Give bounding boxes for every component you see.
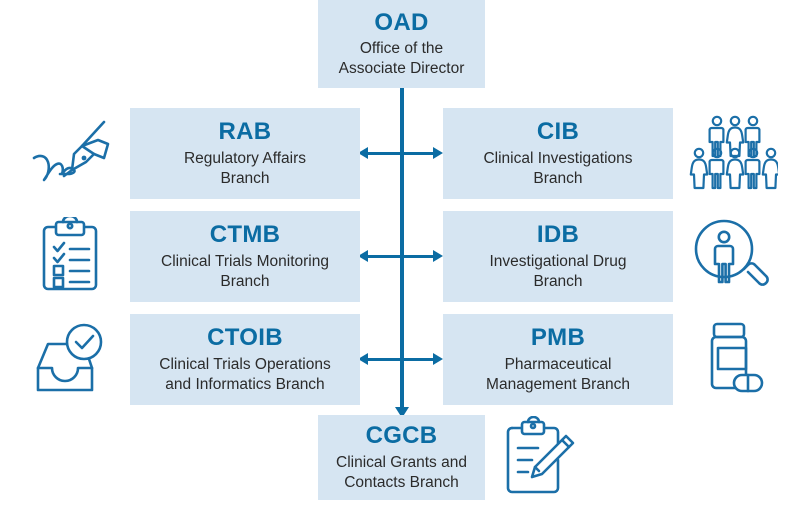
node-ctmb-name-line1: Clinical Trials Monitoring [161, 252, 329, 270]
node-ctmb-code: CTMB [209, 221, 281, 249]
connector-ctoib-pmb-left [368, 358, 404, 361]
signature-pen-icon [24, 112, 116, 196]
connector-rab-cib-left [368, 152, 404, 155]
node-cib[interactable]: CIB Clinical Investigations Branch [443, 108, 673, 199]
node-pmb-name-line1: Pharmaceutical [504, 355, 612, 373]
node-rab-code: RAB [218, 118, 272, 146]
node-cib-name-line1: Clinical Investigations [483, 149, 633, 167]
node-cib-name: Clinical Investigations Branch [483, 149, 632, 189]
connector-ctoib-pmb-right [402, 358, 435, 361]
node-idb-name-line1: Investigational Drug [489, 252, 627, 270]
node-idb-name-line2: Branch [533, 272, 583, 290]
pill-bottle-capsule-icon [686, 318, 778, 402]
node-cib-name-line2: Branch [533, 169, 583, 187]
node-ctoib[interactable]: CTOIB Clinical Trials Operations and Inf… [130, 314, 360, 405]
arrowhead-left-to-ctoib [358, 353, 368, 365]
node-rab-name-line2: Branch [220, 169, 270, 187]
arrowhead-right-to-cib [433, 147, 443, 159]
clipboard-checklist-icon [24, 215, 116, 299]
node-rab-name: Regulatory Affairs Branch [184, 149, 306, 189]
node-cgcb[interactable]: CGCB Clinical Grants and Contacts Branch [318, 415, 485, 500]
node-ctmb-name-line2: Branch [220, 272, 270, 290]
clipboard-pencil-icon [492, 414, 578, 498]
node-cgcb-name-line2: Contacts Branch [344, 473, 459, 491]
node-pmb[interactable]: PMB Pharmaceutical Management Branch [443, 314, 673, 405]
node-rab-name-line1: Regulatory Affairs [183, 149, 307, 167]
node-ctoib-name: Clinical Trials Operations and Informati… [159, 355, 330, 395]
node-pmb-name: Pharmaceutical Management Branch [486, 355, 630, 395]
node-idb[interactable]: IDB Investigational Drug Branch [443, 211, 673, 302]
arrowhead-left-to-rab [358, 147, 368, 159]
node-rab[interactable]: RAB Regulatory Affairs Branch [130, 108, 360, 199]
node-cgcb-name-line1: Clinical Grants and [336, 453, 467, 471]
arrowhead-left-to-ctmb [358, 250, 368, 262]
person-magnifier-icon [686, 215, 778, 299]
connector-ctmb-idb-left [368, 255, 404, 258]
connector-oad-to-cgcb-trunk [400, 0, 404, 418]
connector-ctmb-idb-right [402, 255, 435, 258]
node-oad-name-line1: Office of the [359, 40, 444, 58]
node-ctoib-code: CTOIB [207, 324, 283, 352]
connector-rab-cib-right [402, 152, 435, 155]
arrowhead-right-to-idb [433, 250, 443, 262]
node-pmb-code: PMB [530, 324, 586, 352]
node-oad-code: OAD [374, 8, 429, 36]
node-idb-code: IDB [536, 221, 580, 249]
node-cgcb-code: CGCB [365, 422, 438, 450]
people-group-icon [686, 112, 778, 196]
arrowhead-right-to-pmb [433, 353, 443, 365]
node-ctmb-name: Clinical Trials Monitoring Branch [161, 252, 329, 292]
node-oad[interactable]: OAD Office of the Associate Director [318, 0, 485, 88]
node-pmb-name-line2: Management Branch [486, 375, 630, 393]
node-ctmb[interactable]: CTMB Clinical Trials Monitoring Branch [130, 211, 360, 302]
node-oad-name: Office of the Associate Director [339, 39, 465, 79]
node-cgcb-name: Clinical Grants and Contacts Branch [336, 453, 467, 493]
node-oad-name-line2: Associate Director [338, 60, 465, 78]
node-ctoib-name-line1: Clinical Trials Operations [159, 355, 331, 373]
node-idb-name: Investigational Drug Branch [490, 252, 627, 292]
arrowhead-down-to-cgcb [395, 407, 409, 418]
inbox-tray-check-icon [24, 318, 116, 402]
node-ctoib-name-line2: and Informatics Branch [165, 375, 325, 393]
node-cib-code: CIB [536, 118, 580, 146]
